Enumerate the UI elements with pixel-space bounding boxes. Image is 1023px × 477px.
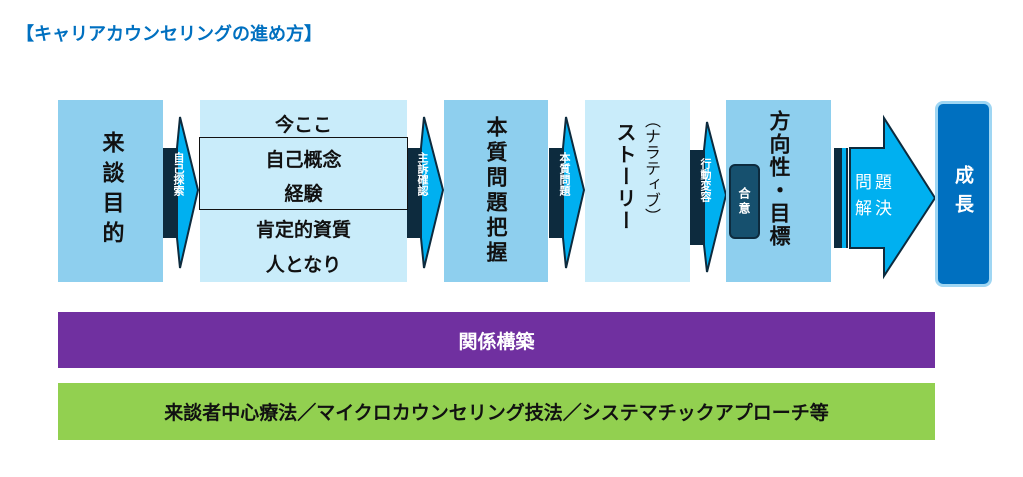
- personality-label: 人となり: [265, 254, 342, 276]
- positive-qualities-label: 肯定的資質: [255, 219, 351, 241]
- step-purpose: 来談目的: [58, 100, 163, 282]
- relationship-bar: 関係構築: [58, 312, 935, 368]
- arrow-problem-solving: [834, 114, 937, 280]
- agreement-badge: 合意: [729, 164, 760, 239]
- experience-label: 経験: [284, 183, 323, 205]
- step-direction: 合意 方向性・目標: [726, 100, 831, 282]
- arrow-behavior: [690, 121, 728, 273]
- arrow-label-complaint: 主訴確認: [416, 152, 429, 196]
- self-concept-label: 自己概念: [265, 149, 342, 171]
- step-essence: 本質問題把握: [444, 100, 548, 282]
- step-growth: 成長: [935, 101, 992, 287]
- step-story: ストーリー （ナラティブ）: [585, 100, 690, 282]
- arrow-label-essence: 本質問題: [558, 152, 571, 196]
- self-concept-frame: [199, 137, 408, 210]
- arrow-complaint: [407, 116, 445, 269]
- diagram-title: 【キャリアカウンセリングの進め方】: [16, 24, 322, 45]
- methods-bar: 来談者中心療法／マイクロカウンセリング技法／システマチックアプローチ等: [58, 383, 935, 440]
- arrow-self-explore: [163, 116, 200, 269]
- arrow-label-self-explore: 自己探索: [172, 152, 185, 196]
- arrow-label-behavior: 行動変容: [699, 158, 712, 202]
- problem-solving-label: 問題 解決: [855, 173, 895, 219]
- step-self-understanding: 今ここ 自己概念 経験 肯定的資質 人となり: [199, 100, 408, 282]
- arrow-essence: [549, 116, 586, 269]
- now-here-label: 今ここ: [274, 114, 332, 136]
